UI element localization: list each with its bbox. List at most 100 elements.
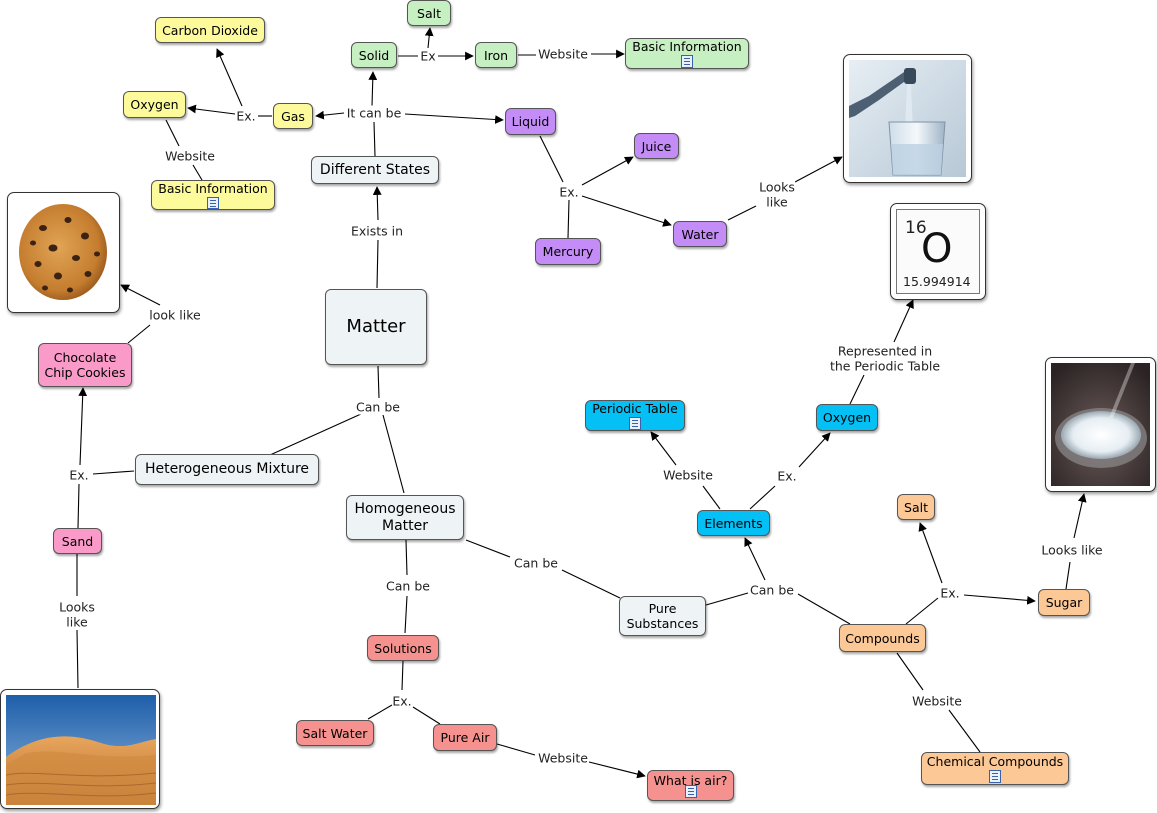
basic-info-yellow-node[interactable]: Basic Information	[151, 180, 275, 210]
link-label: Ex.	[940, 585, 960, 601]
link-label: Exists in	[350, 223, 404, 239]
salt-green-node[interactable]: Salt	[407, 0, 451, 26]
link-label: Website	[538, 750, 588, 766]
pure-air-node[interactable]: Pure Air	[433, 724, 497, 751]
pure-air-label: Pure Air	[440, 730, 490, 745]
water-tap-image	[843, 54, 972, 183]
carbon-dioxide-node[interactable]: Carbon Dioxide	[155, 17, 265, 43]
salt-orange-label: Salt	[904, 499, 928, 515]
homogeneous-label-line1: Homogeneous	[354, 500, 456, 517]
chocolate-label-line1: Chocolate	[53, 350, 117, 365]
link-label: Can be	[386, 578, 430, 594]
element-symbol: O	[921, 226, 953, 272]
cookie-image	[7, 192, 120, 313]
what-is-air-node[interactable]: What is air?	[647, 770, 734, 801]
link-label: Represented in	[837, 343, 933, 359]
link-label: Ex.	[69, 467, 89, 483]
gas-node[interactable]: Gas	[273, 103, 313, 129]
link-label: look like	[149, 307, 201, 323]
basic-info-green-node[interactable]: Basic Information	[625, 38, 749, 69]
oxygen-blue-label: Oxygen	[822, 410, 872, 425]
what-is-air-label: What is air?	[653, 773, 728, 788]
basic-info-green-label: Basic Information	[632, 39, 742, 54]
document-icon[interactable]	[681, 55, 693, 68]
salt-green-label: Salt	[417, 5, 441, 21]
salt-water-label: Salt Water	[302, 725, 368, 741]
link-label: Ex.	[777, 468, 797, 484]
elements-label: Elements	[704, 515, 763, 531]
link-label: Website	[663, 467, 713, 483]
pure-label-line2: Substances	[626, 616, 699, 631]
atomic-number: 16	[905, 218, 927, 238]
link-label: Ex	[420, 48, 436, 64]
chocolate-chip-cookies-node[interactable]: Chocolate Chip Cookies	[38, 343, 132, 387]
link-label: Website	[165, 148, 215, 164]
document-icon[interactable]	[207, 197, 219, 209]
different-states-node[interactable]: Different States	[311, 156, 439, 184]
iron-label: Iron	[483, 47, 509, 63]
link-label: Ex.	[392, 693, 412, 709]
link-label: It can be	[346, 105, 402, 121]
sand-node[interactable]: Sand	[53, 528, 102, 554]
pure-substances-node[interactable]: Pure Substances	[619, 596, 706, 636]
compounds-label: Compounds	[845, 630, 920, 646]
oxygen-yellow-node[interactable]: Oxygen	[123, 91, 186, 118]
pure-label-line1: Pure	[648, 601, 677, 616]
elements-node[interactable]: Elements	[697, 510, 770, 536]
chemical-compounds-label: Chemical Compounds	[926, 754, 1064, 769]
document-icon[interactable]	[989, 770, 1001, 783]
link-label: the Periodic Table	[829, 358, 941, 374]
document-icon[interactable]	[684, 785, 697, 798]
link-label: Can be	[750, 582, 794, 598]
solutions-node[interactable]: Solutions	[367, 635, 439, 661]
solutions-label: Solutions	[374, 640, 432, 656]
mercury-node[interactable]: Mercury	[535, 238, 601, 265]
link-label: Ex.	[559, 184, 579, 200]
link-label: Can be	[356, 399, 400, 415]
carbon-dioxide-label: Carbon Dioxide	[162, 22, 258, 38]
heterogeneous-mixture-label: Heterogeneous Mixture	[144, 461, 310, 478]
mercury-label: Mercury	[542, 244, 594, 259]
homogeneous-label-line2: Matter	[381, 517, 428, 534]
homogeneous-matter-node[interactable]: Homogeneous Matter	[346, 495, 464, 540]
juice-label: Juice	[641, 138, 672, 154]
basic-info-yellow-label: Basic Information	[158, 181, 268, 196]
solid-node[interactable]: Solid	[351, 42, 397, 68]
link-label: Website	[538, 46, 588, 62]
liquid-label: Liquid	[511, 114, 550, 129]
oxygen-periodic-image: 16 O 15.994914	[890, 203, 986, 300]
heterogeneous-mixture-node[interactable]: Heterogeneous Mixture	[135, 454, 319, 485]
matter-label: Matter	[346, 316, 406, 338]
water-label: Water	[681, 226, 719, 242]
oxygen-blue-node[interactable]: Oxygen	[816, 404, 878, 431]
matter-node[interactable]: Matter	[325, 289, 427, 365]
document-icon[interactable]	[629, 417, 641, 430]
link-label: Can be	[514, 555, 558, 571]
salt-orange-node[interactable]: Salt	[897, 494, 935, 520]
periodic-table-node[interactable]: Periodic Table	[585, 400, 685, 431]
juice-node[interactable]: Juice	[634, 133, 679, 159]
sugar-label: Sugar	[1045, 595, 1083, 610]
chemical-compounds-node[interactable]: Chemical Compounds	[921, 752, 1069, 785]
link-label: Looks	[59, 599, 95, 615]
periodic-table-label: Periodic Table	[592, 401, 678, 416]
sand-dunes-image	[0, 689, 160, 809]
solid-label: Solid	[358, 47, 390, 63]
sugar-image	[1045, 357, 1156, 492]
link-label: like	[766, 194, 788, 210]
compounds-node[interactable]: Compounds	[839, 624, 926, 652]
different-states-label: Different States	[319, 161, 431, 178]
link-label: Ex.	[236, 108, 256, 124]
sand-label: Sand	[61, 533, 94, 549]
atomic-mass: 15.994914	[903, 274, 971, 289]
liquid-node[interactable]: Liquid	[505, 108, 556, 135]
link-label: Looks like	[1041, 542, 1103, 558]
water-node[interactable]: Water	[673, 221, 727, 247]
oxygen-yellow-label: Oxygen	[130, 97, 179, 112]
link-label: Looks	[759, 179, 795, 195]
iron-node[interactable]: Iron	[475, 42, 517, 68]
salt-water-node[interactable]: Salt Water	[296, 720, 374, 746]
sugar-node[interactable]: Sugar	[1038, 589, 1090, 616]
chocolate-label-line2: Chip Cookies	[44, 365, 126, 380]
